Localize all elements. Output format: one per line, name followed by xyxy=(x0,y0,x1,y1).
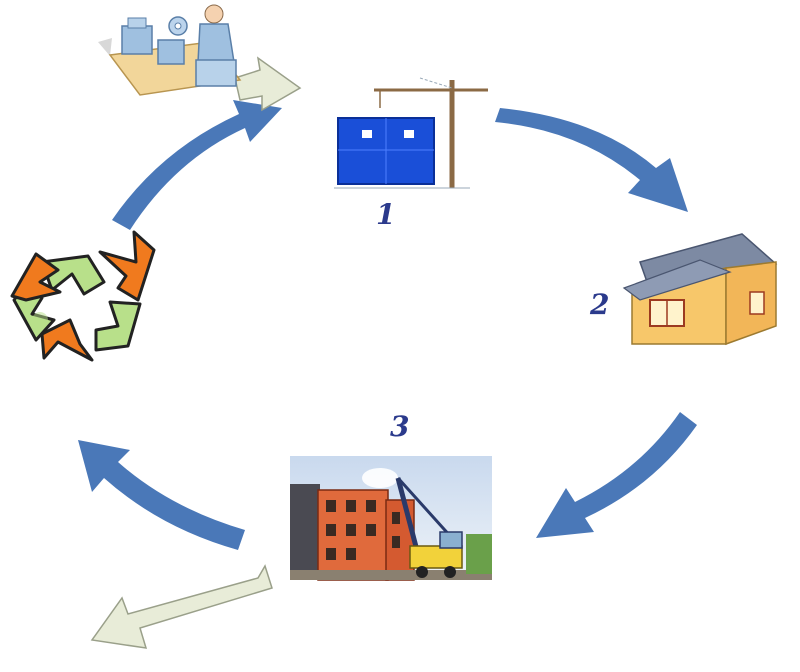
stage-3-label: 3 xyxy=(390,410,409,443)
cycle-arrow-3-to-recycle xyxy=(78,440,245,550)
stage-2-label: 2 xyxy=(589,288,609,321)
output-flow-arrow xyxy=(90,564,273,649)
factory-worker-icon xyxy=(98,4,242,96)
cycle-arrow-recycle-to-1 xyxy=(112,100,282,230)
input-flow-arrow xyxy=(234,56,302,112)
cycle-arrow-2-to-3 xyxy=(536,412,697,538)
stage-2-house-icon xyxy=(622,233,778,346)
stage-1-building-icon xyxy=(334,77,488,189)
stage-3-demolition-icon xyxy=(290,456,492,581)
stage-1-label: 1 xyxy=(376,198,395,231)
recycle-icon xyxy=(10,230,156,362)
cycle-arrow-1-to-2 xyxy=(495,108,688,212)
